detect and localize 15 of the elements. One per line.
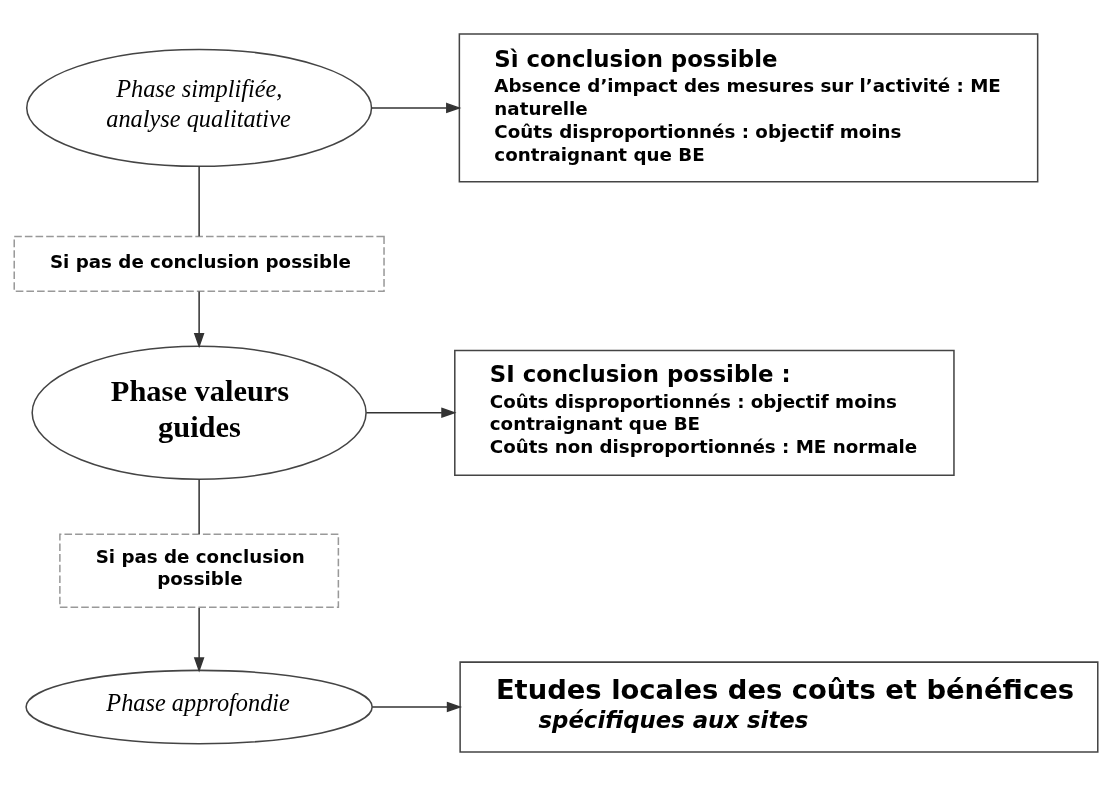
node-box: SI conclusion possible : Coûts disproportionnés : objectif moins contraignant que BE Coûts non disproportionnés : ME normale [454,349,955,476]
arrow [371,701,463,712]
node-box: Etudes locales des coûts et bénéfices spécifiques aux sites [459,660,1099,753]
node-ellipse: Phase simplifiée, analyse qualitative [26,48,373,167]
node-ellipse: Phase approfondie [25,669,373,744]
node-box: Si pas de conclusion possible [59,533,340,608]
node-box: Sì conclusion possible Absence d’impact des mesures sur l’activité : ME naturelle Coûts disproportionnés : objectif moins contraignant que BE [458,32,1039,182]
arrow [193,606,205,672]
node-ellipse: Phase valeurs guides [31,345,367,480]
connector [198,478,200,535]
node-box: Si pas de conclusion possible [13,235,385,292]
arrow [370,102,462,113]
arrow [193,290,205,348]
arrow [365,406,457,418]
connector [198,165,200,237]
